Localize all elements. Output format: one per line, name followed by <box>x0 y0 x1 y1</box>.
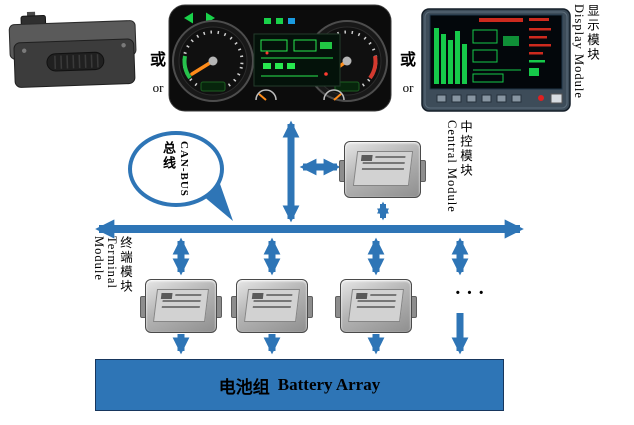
cluster-lcd-screen <box>253 33 341 87</box>
more-modules-ellipsis: ··· <box>454 282 490 304</box>
battery-array-block: 电池组 Battery Array <box>95 359 504 411</box>
module-label-sticker <box>244 288 301 323</box>
front-buttons-row <box>436 94 522 103</box>
or-separator-right: 或 or <box>394 46 422 96</box>
or-label-en: or <box>402 80 414 95</box>
usb-port-icon <box>550 93 563 104</box>
or-label-cn: 或 <box>149 52 166 69</box>
status-icon <box>264 18 271 24</box>
label-mark-icon <box>360 155 373 162</box>
temp-mini-gauge-icon <box>323 89 345 101</box>
terminal-module-2 <box>231 279 313 333</box>
speedometer-gauge-icon <box>172 20 254 102</box>
status-icon <box>288 18 295 24</box>
can-bus-callout: 总线 CAN-BUS <box>128 131 224 207</box>
or-label-cn: 或 <box>399 52 416 69</box>
or-label-en: or <box>152 80 164 95</box>
battery-label-en: Battery Array <box>277 375 381 394</box>
battery-label-cn: 电池组 <box>218 377 270 397</box>
instrument-cluster-face <box>168 4 392 112</box>
turn-left-indicator-icon <box>184 12 193 24</box>
label-mark-icon <box>355 292 368 299</box>
central-module-device <box>339 141 426 198</box>
module-label-sticker <box>348 288 405 323</box>
module-body <box>236 279 308 333</box>
fuel-mini-gauge-icon <box>255 89 277 101</box>
label-mark-icon <box>160 292 173 299</box>
cell-voltage-bars-icon <box>434 28 467 84</box>
module-body <box>340 279 412 333</box>
module-label-sticker <box>352 151 413 187</box>
touchscreen-face <box>421 8 571 112</box>
module-body <box>344 141 421 198</box>
module-body <box>145 279 217 333</box>
instrument-cluster <box>168 4 392 112</box>
terminal-module-1 <box>140 279 222 333</box>
terminal-module-label: 终端模块 Terminal Module <box>92 236 132 294</box>
status-readout-lines-icon <box>529 28 551 76</box>
module-label-sticker <box>153 288 210 323</box>
can-bus-label: 总线 CAN-BUS <box>161 141 190 197</box>
display-module-label: 显示模块 Display Module <box>572 4 599 99</box>
terminal-module-3 <box>335 279 417 333</box>
touchscreen-display-module <box>421 8 571 112</box>
label-mark-icon <box>251 292 264 299</box>
display-housing-icon <box>8 11 137 88</box>
schematic-graphics-icon <box>472 29 521 83</box>
or-separator-left: 或 or <box>144 46 172 96</box>
central-module-label: 中控模块 Central Module <box>445 120 472 213</box>
display-housing-device <box>8 10 140 90</box>
status-icon <box>276 18 283 24</box>
power-led-icon <box>538 95 544 101</box>
